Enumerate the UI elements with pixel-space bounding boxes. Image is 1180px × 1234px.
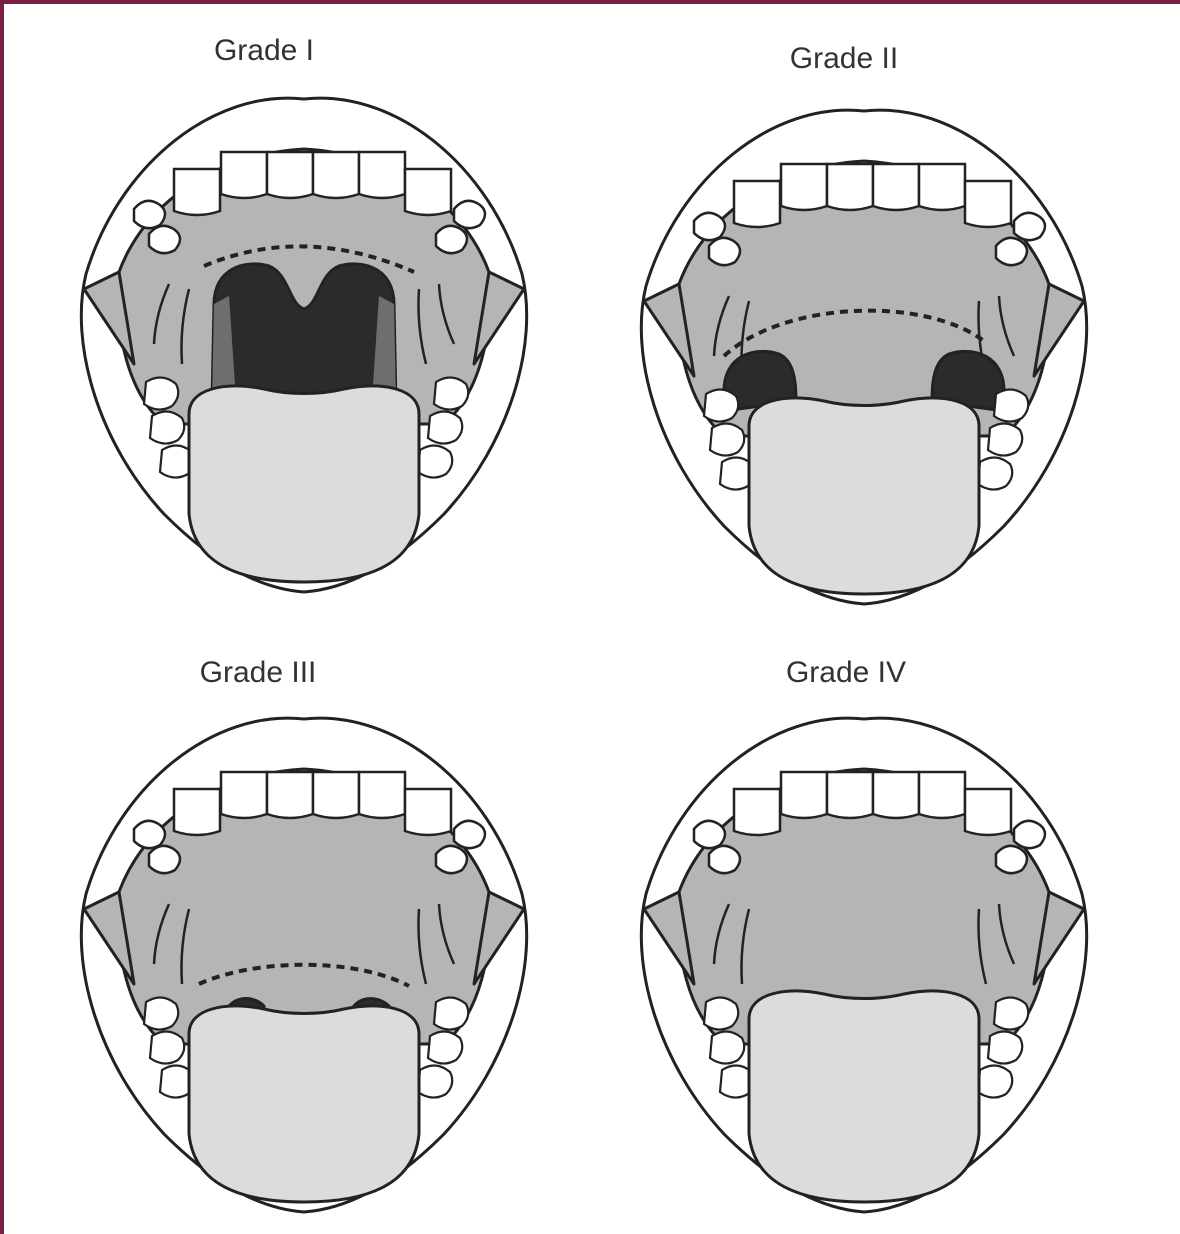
- molar: [149, 226, 180, 253]
- lower-tooth: [994, 997, 1028, 1029]
- lower-tooth: [988, 1031, 1022, 1063]
- lower-tooth: [144, 997, 178, 1029]
- upper-tooth: [965, 789, 1011, 835]
- panel-grade-4: Grade IV: [584, 624, 1144, 1224]
- lower-tooth: [994, 389, 1028, 421]
- molar: [709, 238, 740, 265]
- upper-tooth: [359, 772, 405, 818]
- panel-grade-2: Grade II: [584, 16, 1144, 616]
- molar: [436, 226, 467, 253]
- molar: [694, 213, 725, 240]
- upper-tooth: [919, 164, 965, 210]
- tongue: [189, 1006, 419, 1202]
- lower-tooth: [150, 411, 184, 443]
- upper-tooth: [873, 772, 919, 818]
- panel-grade-1: Grade I: [24, 4, 584, 604]
- lower-tooth: [418, 1065, 452, 1097]
- upper-tooth: [174, 789, 220, 835]
- tongue: [749, 991, 979, 1202]
- upper-tooth: [174, 169, 220, 215]
- upper-tooth: [734, 789, 780, 835]
- upper-tooth: [965, 181, 1011, 227]
- lower-tooth: [434, 377, 468, 409]
- mouth-illustration: [24, 4, 584, 604]
- lower-tooth: [710, 1031, 744, 1063]
- molar: [149, 846, 180, 873]
- mouth-illustration: [24, 624, 584, 1224]
- upper-tooth: [734, 181, 780, 227]
- mouth-illustration: [584, 16, 1144, 616]
- upper-tooth: [221, 772, 267, 818]
- upper-tooth: [781, 772, 827, 818]
- molar: [454, 821, 485, 848]
- lower-tooth: [428, 411, 462, 443]
- lower-tooth: [704, 389, 738, 421]
- tongue: [189, 386, 419, 582]
- upper-tooth: [873, 164, 919, 210]
- lower-tooth: [988, 423, 1022, 455]
- mouth-illustration: [584, 624, 1144, 1224]
- upper-tooth: [827, 164, 873, 210]
- upper-tooth: [221, 152, 267, 198]
- upper-tooth: [313, 772, 359, 818]
- tongue: [749, 398, 979, 594]
- lower-tooth: [704, 997, 738, 1029]
- molar: [134, 821, 165, 848]
- molar: [996, 846, 1027, 873]
- upper-tooth: [405, 169, 451, 215]
- molar: [134, 201, 165, 228]
- upper-tooth: [827, 772, 873, 818]
- upper-tooth: [919, 772, 965, 818]
- molar: [436, 846, 467, 873]
- molar: [1014, 213, 1045, 240]
- molar: [454, 201, 485, 228]
- upper-tooth: [359, 152, 405, 198]
- lower-tooth: [418, 445, 452, 477]
- upper-tooth: [267, 152, 313, 198]
- molar: [996, 238, 1027, 265]
- lower-tooth: [978, 457, 1012, 489]
- lower-tooth: [428, 1031, 462, 1063]
- panel-grade-3: Grade III: [24, 624, 584, 1224]
- upper-tooth: [313, 152, 359, 198]
- lower-tooth: [710, 423, 744, 455]
- molar: [1014, 821, 1045, 848]
- lower-tooth: [144, 377, 178, 409]
- lower-tooth: [978, 1065, 1012, 1097]
- upper-tooth: [405, 789, 451, 835]
- upper-tooth: [267, 772, 313, 818]
- lower-tooth: [434, 997, 468, 1029]
- molar: [694, 821, 725, 848]
- upper-tooth: [781, 164, 827, 210]
- molar: [709, 846, 740, 873]
- lower-tooth: [150, 1031, 184, 1063]
